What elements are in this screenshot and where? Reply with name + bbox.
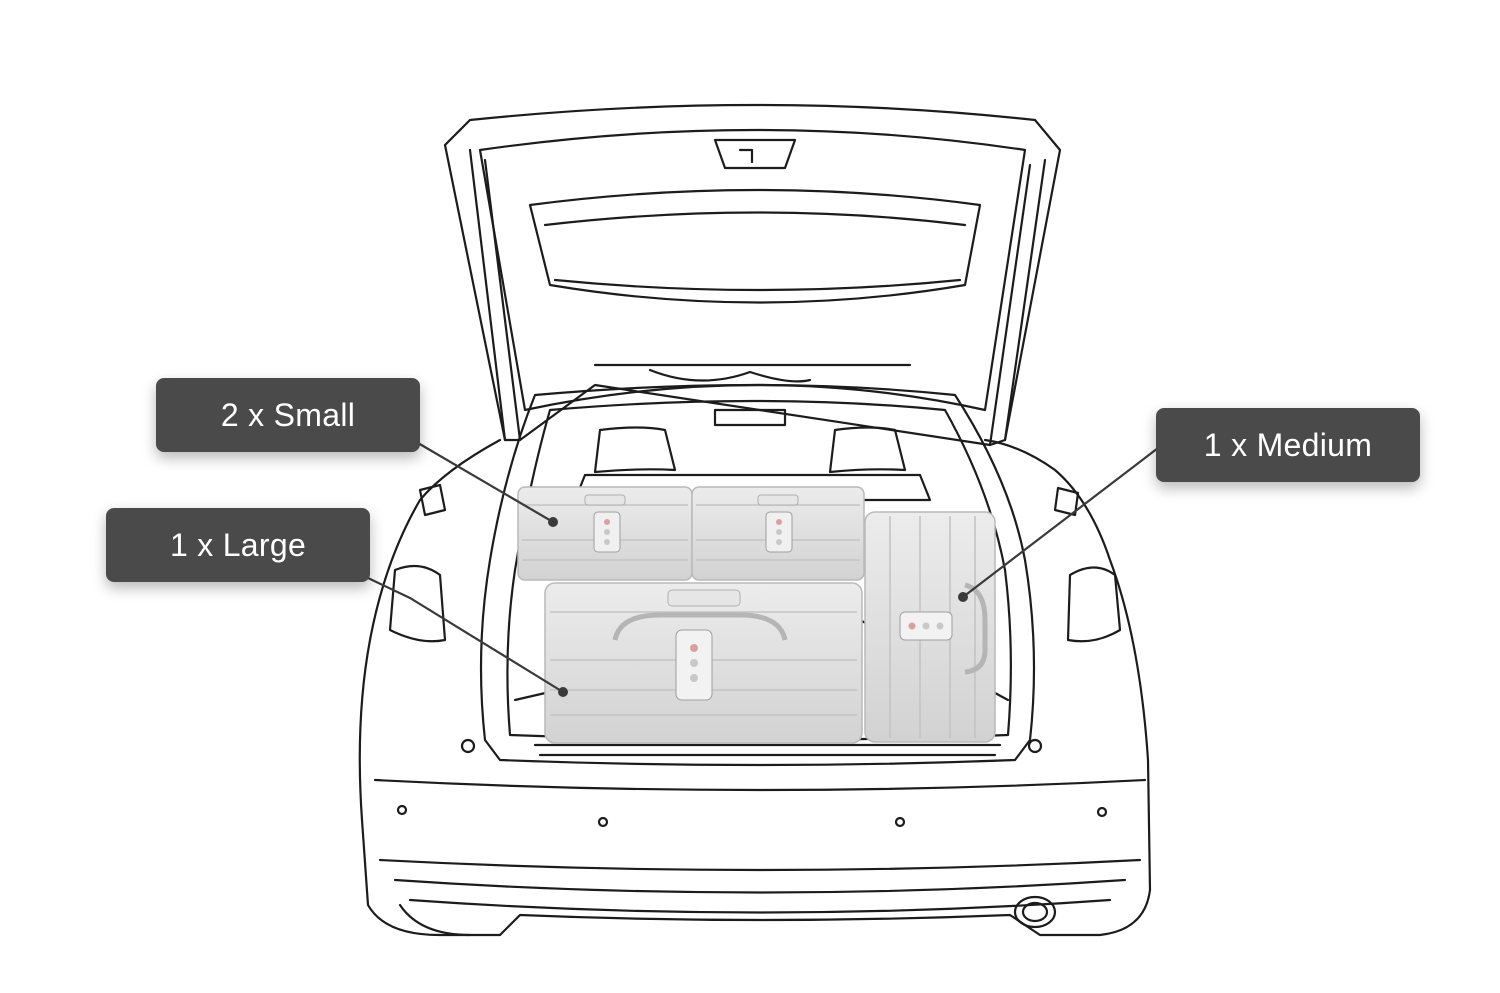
car-outline — [358, 103, 1152, 937]
small-suitcase-left — [517, 486, 693, 581]
leader-dot-small — [548, 517, 558, 527]
leader-dot-large — [558, 687, 568, 697]
leader-dot-medium — [958, 592, 968, 602]
label-small-text: 2 x Small — [220, 396, 356, 433]
leader-lines — [367, 442, 1159, 697]
label-small-suitcases: 2 x Small — [156, 378, 420, 452]
label-large-text: 1 x Large — [169, 526, 307, 563]
leader-line-medium — [962, 447, 1159, 598]
leader-line-large — [367, 577, 564, 693]
leader-line-small — [417, 442, 554, 523]
label-large-suitcase: 1 x Large — [106, 508, 370, 582]
label-medium-text: 1 x Medium — [1203, 426, 1373, 463]
small-suitcase-right — [691, 486, 865, 581]
large-suitcase — [544, 582, 863, 744]
medium-suitcase — [864, 511, 996, 743]
label-medium-suitcase: 1 x Medium — [1156, 408, 1420, 482]
